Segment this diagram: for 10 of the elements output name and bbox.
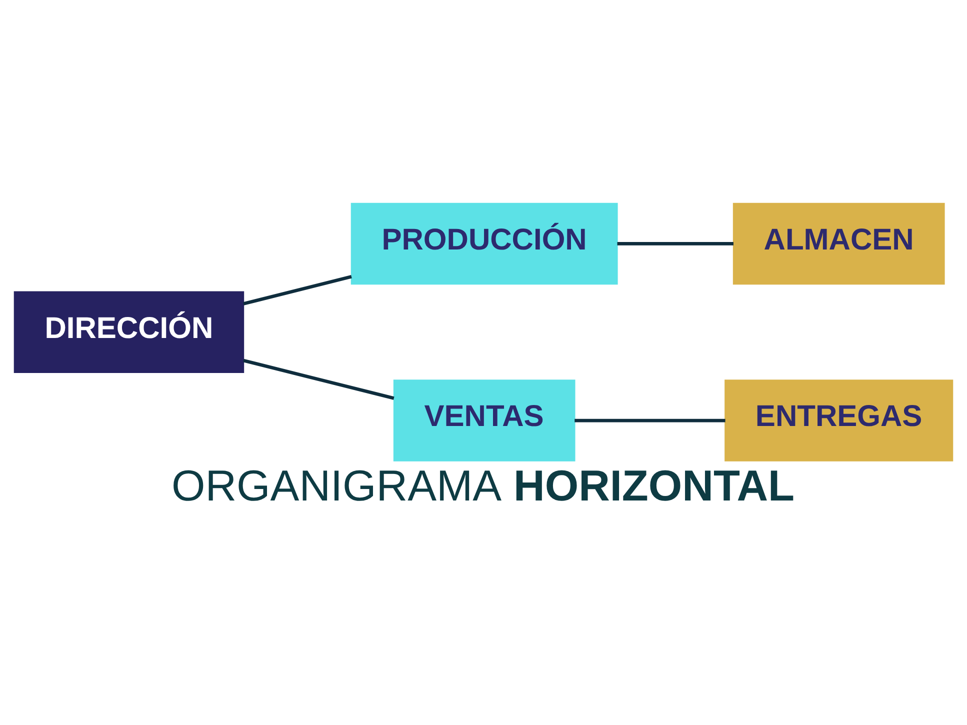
connector xyxy=(617,242,734,245)
node-box: DIRECCIÓN xyxy=(14,290,244,372)
connector xyxy=(243,358,394,400)
node-box: VENTAS xyxy=(393,379,576,461)
connector xyxy=(243,274,352,305)
caption: ORGANIGRAMA HORIZONTAL xyxy=(172,462,795,510)
node-box: PRODUCCIÓN xyxy=(350,202,618,284)
connector xyxy=(574,418,726,422)
node-box: ENTREGAS xyxy=(724,379,954,461)
node-box: ALMACEN xyxy=(732,202,945,284)
